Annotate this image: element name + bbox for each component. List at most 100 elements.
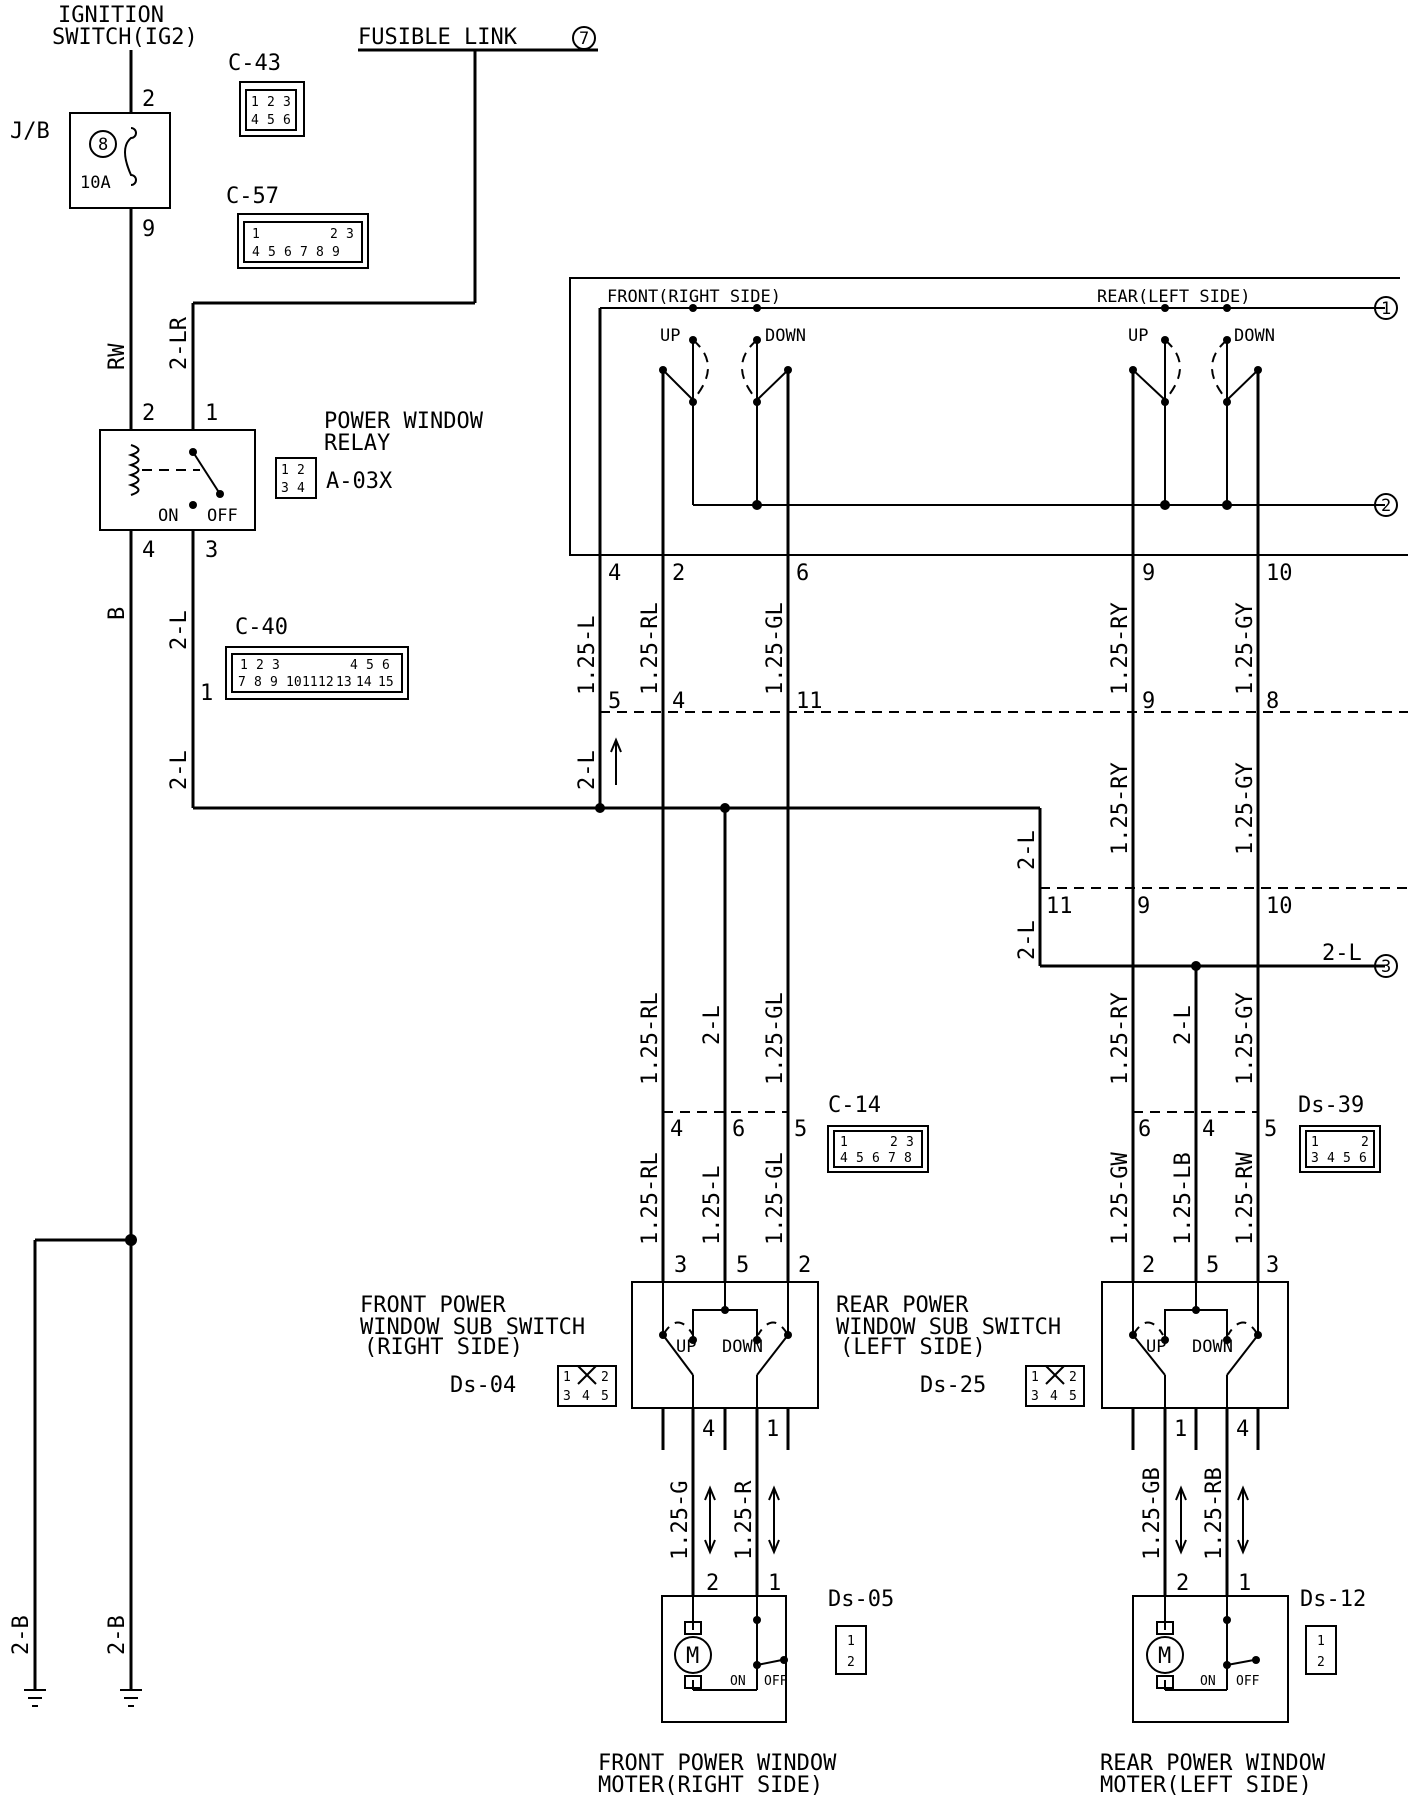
svg-text:5: 5 xyxy=(856,1151,864,1166)
power-window-relay xyxy=(99,429,256,531)
svg-text:4: 4 xyxy=(251,113,259,128)
wire-2-l-e: 2-L xyxy=(1015,920,1040,960)
ref-1-circle xyxy=(1374,296,1398,320)
wire-1.25-gw: 1.25-GW xyxy=(1108,1152,1133,1245)
wire-2-l-ref3: 2-L xyxy=(1322,941,1362,966)
svg-text:13: 13 xyxy=(336,675,352,690)
c40-label: C-40 xyxy=(235,615,288,640)
wire-1.25-rb: 1.25-RB xyxy=(1202,1467,1227,1560)
c57-connector: 1 2 3 4 5 6 7 8 9 xyxy=(237,213,369,269)
jb-pin-9: 9 xyxy=(142,217,155,242)
ms-pin-6: 6 xyxy=(796,561,809,586)
wire-2-l-d: 2-L xyxy=(1015,830,1040,870)
svg-text:1: 1 xyxy=(240,658,248,673)
svg-text:7: 7 xyxy=(888,1151,896,1166)
c40-connector: 1 2 3 4 5 6 7 8 9 10 11 12 13 14 15 xyxy=(225,646,409,700)
svg-text:4: 4 xyxy=(1050,1389,1058,1404)
ms-pin-10: 10 xyxy=(1266,561,1293,586)
svg-text:3: 3 xyxy=(1311,1151,1319,1166)
rs-pin-4: 4 xyxy=(1236,1417,1249,1442)
ds12-connector: 1 2 xyxy=(1305,1625,1337,1675)
rs-pin-5: 5 xyxy=(1206,1253,1219,1278)
ref-2-circle xyxy=(1374,493,1398,517)
a03x-connector: 1 2 3 4 xyxy=(275,457,317,499)
svg-text:5: 5 xyxy=(366,658,374,673)
wire-2-l-a: 2-L xyxy=(167,610,192,650)
j-pin-9: 9 xyxy=(1142,689,1155,714)
j-pin-4: 4 xyxy=(672,689,685,714)
fusible-link-label: FUSIBLE LINK xyxy=(358,25,518,50)
svg-text:4: 4 xyxy=(840,1151,848,1166)
wire-1.25-ry-a: 1.25-RY xyxy=(1108,602,1133,695)
svg-text:6: 6 xyxy=(283,113,291,128)
front-motor-title-1: FRONT POWER WINDOW xyxy=(598,1751,837,1776)
motor-direction-arrows xyxy=(704,1485,1249,1555)
main-rear-up: UP xyxy=(1128,326,1148,346)
rear-window-motor xyxy=(1132,1595,1289,1723)
c14-pin-6: 6 xyxy=(732,1117,745,1142)
wire-b: B xyxy=(105,607,130,620)
ds25-connector: 1 2 3 4 5 xyxy=(1025,1365,1085,1407)
wire-rw: RW xyxy=(105,343,130,370)
wire-1.25-ry-b: 1.25-RY xyxy=(1108,762,1133,855)
junction-block xyxy=(69,112,171,209)
wire-1.25-gl-b: 1.25-GL xyxy=(763,992,788,1085)
svg-text:7: 7 xyxy=(238,675,246,690)
j-pin-5: 5 xyxy=(608,689,621,714)
c14-label: C-14 xyxy=(828,1093,881,1118)
relay-pin-4: 4 xyxy=(142,538,155,563)
svg-text:12: 12 xyxy=(318,675,334,690)
svg-text:2: 2 xyxy=(330,227,338,242)
wire-1.25-gy-c: 1.25-GY xyxy=(1233,992,1258,1085)
svg-text:15: 15 xyxy=(378,675,394,690)
svg-text:1: 1 xyxy=(840,1135,848,1150)
svg-text:4: 4 xyxy=(252,245,260,260)
svg-text:3: 3 xyxy=(283,95,291,110)
svg-text:3: 3 xyxy=(272,658,280,673)
main-power-window-switch xyxy=(569,277,1408,556)
svg-text:2: 2 xyxy=(297,463,305,478)
ms-pin-2: 2 xyxy=(672,561,685,586)
svg-text:9: 9 xyxy=(332,245,340,260)
svg-text:10: 10 xyxy=(286,675,302,690)
svg-text:8: 8 xyxy=(316,245,324,260)
front-sub-switch xyxy=(631,1281,819,1409)
rear-motor-title-1: REAR POWER WINDOW xyxy=(1100,1751,1326,1776)
rm-m: M xyxy=(1158,1644,1171,1669)
ms-pin-4: 4 xyxy=(608,561,621,586)
fs-pin-4: 4 xyxy=(702,1417,715,1442)
fs-pin-1: 1 xyxy=(766,1417,779,1442)
ds25-label: Ds-25 xyxy=(920,1373,986,1398)
wire-2-l-c: 2-L xyxy=(575,750,600,790)
fm-pin-1: 1 xyxy=(768,1571,781,1596)
wire-1.25-rl-b: 1.25-RL xyxy=(638,992,663,1085)
relay-off: OFF xyxy=(207,506,238,526)
fm-pin-2: 2 xyxy=(706,1571,719,1596)
svg-text:4: 4 xyxy=(582,1389,590,1404)
j-pin-11: 11 xyxy=(796,689,823,714)
wire-1.25-ry-c: 1.25-RY xyxy=(1108,992,1133,1085)
rm-pin-2: 2 xyxy=(1176,1571,1189,1596)
rear-motor-title-2: MOTER(LEFT SIDE) xyxy=(1100,1773,1312,1798)
c14-pin-4: 4 xyxy=(670,1117,683,1142)
fs-down: DOWN xyxy=(722,1337,763,1357)
wire-1.25-gl-c: 1.25-GL xyxy=(763,1152,788,1245)
ignition-label-1: IGNITION xyxy=(58,3,164,28)
ds39-pin-6: 6 xyxy=(1138,1117,1151,1142)
svg-text:5: 5 xyxy=(267,113,275,128)
front-sub-title-1: FRONT POWER xyxy=(360,1293,506,1318)
svg-text:2: 2 xyxy=(847,1655,855,1670)
rear-sub-title-3: (LEFT SIDE) xyxy=(840,1335,986,1360)
rs-up: UP xyxy=(1146,1337,1166,1357)
ds39-connector: 1 2 3 4 5 6 xyxy=(1299,1125,1381,1173)
fuse-number-circle xyxy=(89,130,117,158)
relay-title-2: RELAY xyxy=(324,431,390,456)
svg-text:9: 9 xyxy=(270,675,278,690)
svg-text:6: 6 xyxy=(872,1151,880,1166)
rs-down: DOWN xyxy=(1192,1337,1233,1357)
main-front-up: UP xyxy=(660,326,680,346)
main-rear-down: DOWN xyxy=(1234,326,1275,346)
rs-pin-1: 1 xyxy=(1174,1417,1187,1442)
ground-symbol-right xyxy=(120,1689,142,1707)
